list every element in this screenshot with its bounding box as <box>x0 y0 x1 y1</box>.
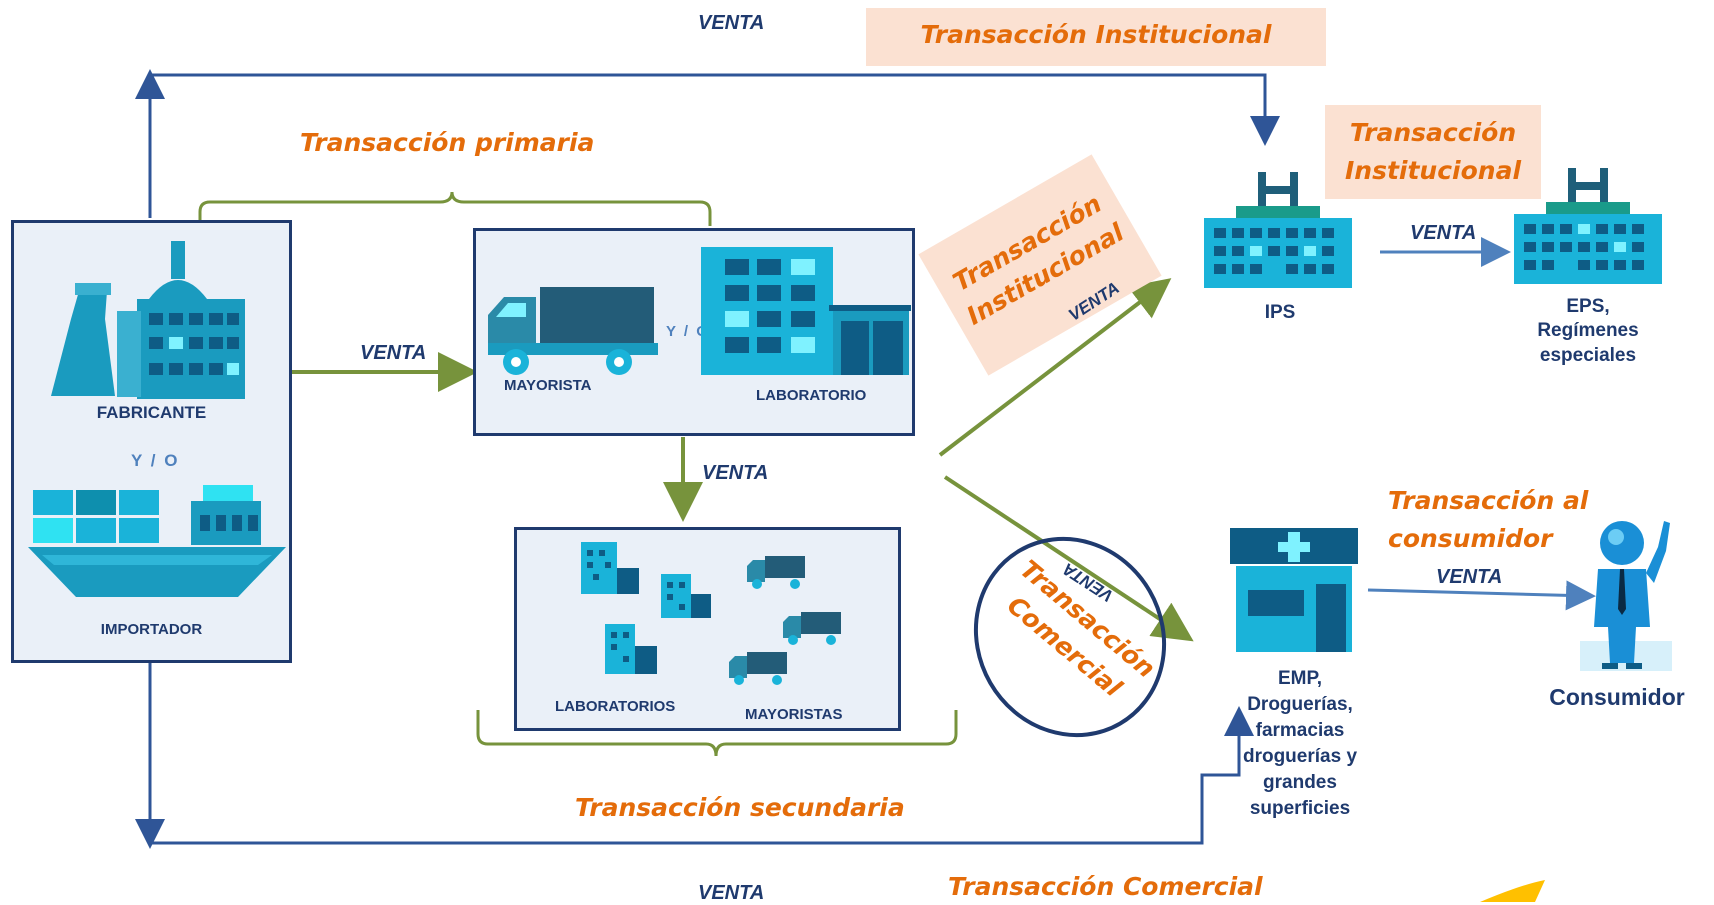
eps-label-line2: Regímenes <box>1537 320 1639 341</box>
factory-icon <box>51 241 245 399</box>
venta-ips-eps-label: VENTA <box>1410 222 1477 244</box>
arrow-emp-to-consumer <box>1367 580 1596 611</box>
brace-secundaria <box>476 710 958 757</box>
importador-label: IMPORTADOR <box>100 621 203 638</box>
brace-primaria <box>198 191 712 226</box>
truck-icon <box>488 287 658 375</box>
ips-hospital-icon <box>1204 172 1352 288</box>
small-building-1 <box>581 542 639 594</box>
laboratory-building-icon <box>701 247 911 375</box>
comercial-oval <box>973 536 1167 738</box>
laboratorios-mayoristas-box: LABORATORIOS MAYORISTAS <box>514 527 901 731</box>
laboratories-mayoristas-icons <box>581 542 841 685</box>
cargo-ship-icon <box>28 485 286 597</box>
emp-line-6: superficies <box>1249 798 1351 819</box>
venta-top-label: VENTA <box>698 12 765 34</box>
venta-down-label: VENTA <box>702 462 769 484</box>
ips-label: IPS <box>1264 302 1296 323</box>
arrow-to-emp-diagonal <box>943 475 1194 642</box>
venta-to-consumer-label: VENTA <box>1436 566 1503 588</box>
corner-swoosh <box>1480 880 1545 902</box>
institucional-right-box <box>1325 105 1541 199</box>
fabricante-label: FABRICANTE <box>96 403 207 422</box>
emp-line-1: EMP, <box>1277 668 1322 689</box>
al-consumidor-label-2: consumidor <box>1388 524 1553 553</box>
secundaria-label: Transacción secundaria <box>575 793 905 822</box>
institucional-top-label: Transacción Institucional <box>920 20 1272 49</box>
emp-line-2: Droguerías, <box>1247 694 1353 715</box>
fabricante-importador-box: FABRICANTE Y / O IMPORTADOR <box>11 220 292 663</box>
eps-label-line3: especiales <box>1539 345 1637 366</box>
mayorista-label: MAYORISTA <box>504 377 592 394</box>
comercial-bottom-label: Transacción Comercial <box>948 872 1263 901</box>
laboratorio-label: LABORATORIO <box>756 387 867 404</box>
consumer-figure-icon <box>1580 521 1672 671</box>
y-o-mid-label: Y / O <box>666 323 710 340</box>
laboratorios-label: LABORATORIOS <box>555 698 676 715</box>
eps-hospital-icon <box>1514 168 1662 284</box>
pharmacy-icon <box>1230 528 1358 652</box>
emp-line-4: droguerías y <box>1242 746 1358 767</box>
arrow-fabricante-to-emp-bottom <box>148 660 1254 845</box>
emp-line-3: farmacias <box>1255 720 1345 741</box>
al-consumidor-label-1: Transacción al <box>1388 486 1589 515</box>
small-truck-3 <box>729 652 787 685</box>
y-o-left-label: Y / O <box>131 451 180 470</box>
small-truck-2 <box>783 612 841 645</box>
small-building-3 <box>605 624 657 674</box>
venta-fab-may-label: VENTA <box>360 342 427 364</box>
mayorista-laboratorio-box: MAYORISTA Y / O LABORATORIO <box>473 228 915 436</box>
emp-line-5: grandes <box>1263 772 1337 793</box>
primaria-label: Transacción primaria <box>300 128 595 157</box>
consumidor-label: Consumidor <box>1549 684 1685 710</box>
eps-label-line1: EPS, <box>1566 296 1610 317</box>
arrow-fabricante-to-ips-top <box>148 73 1280 218</box>
small-building-2 <box>661 574 711 618</box>
mayoristas-label: MAYORISTAS <box>745 706 843 723</box>
institucional-right-label-1: Transacción <box>1349 118 1517 147</box>
small-truck-1 <box>747 556 805 589</box>
arrow-to-ips-diagonal <box>938 278 1172 457</box>
venta-bottom-label: VENTA <box>698 882 765 904</box>
institucional-top-box <box>866 8 1326 66</box>
institucional-right-label-2: Institucional <box>1344 156 1522 185</box>
emp-label-group: EMP, Droguerías, farmacias droguerías y … <box>1230 666 1370 822</box>
